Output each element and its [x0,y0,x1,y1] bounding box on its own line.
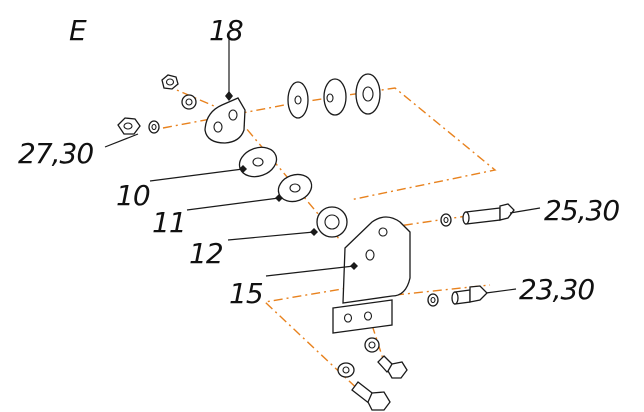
callout-23-30: 23,30 [519,273,594,306]
leader-11-marker [275,194,283,202]
leader-2730 [104,133,139,148]
leader-11 [186,197,280,211]
washer-right-lower [427,293,439,307]
bolt-right-lower [451,285,488,305]
bracket-15 [332,216,411,334]
hex-nut-top [161,74,179,90]
hex-nut-left [117,117,141,135]
callout-11: 11 [152,206,186,239]
washer-bottom-b [337,362,355,378]
leader-15-marker [350,262,358,270]
leader-10-marker [239,165,247,173]
bolt-bottom-a [377,355,408,379]
view-label: E [69,14,87,47]
washer-large-c [355,73,381,115]
washer-10 [238,146,278,178]
centerline-upper-axis [162,87,497,201]
washer-left [148,120,160,134]
callout-12: 12 [189,237,223,270]
leader-lines [104,38,541,294]
washer-12 [316,206,348,238]
bolt-right-upper [462,203,515,225]
leader-10 [149,168,244,182]
callout-10: 10 [116,179,150,212]
leader-2530 [509,207,541,214]
callout-15: 15 [229,277,263,310]
callout-25-30: 25,30 [544,194,619,227]
washer-large-a [287,81,309,119]
leader-2330 [485,288,517,294]
washer-large-b [323,78,347,116]
washer-11 [277,173,313,203]
bolt-bottom-b [351,381,391,411]
leader-15 [265,265,355,277]
callout-27-30: 27,30 [18,137,93,170]
washer-right-upper [440,213,452,227]
leader-12-marker [310,228,318,236]
bracket-18 [204,97,246,144]
leader-12 [227,231,315,241]
callout-18: 18 [209,14,243,47]
washer-bottom-a [364,337,380,353]
washer-top [181,94,197,110]
leader-18-marker [225,91,233,101]
